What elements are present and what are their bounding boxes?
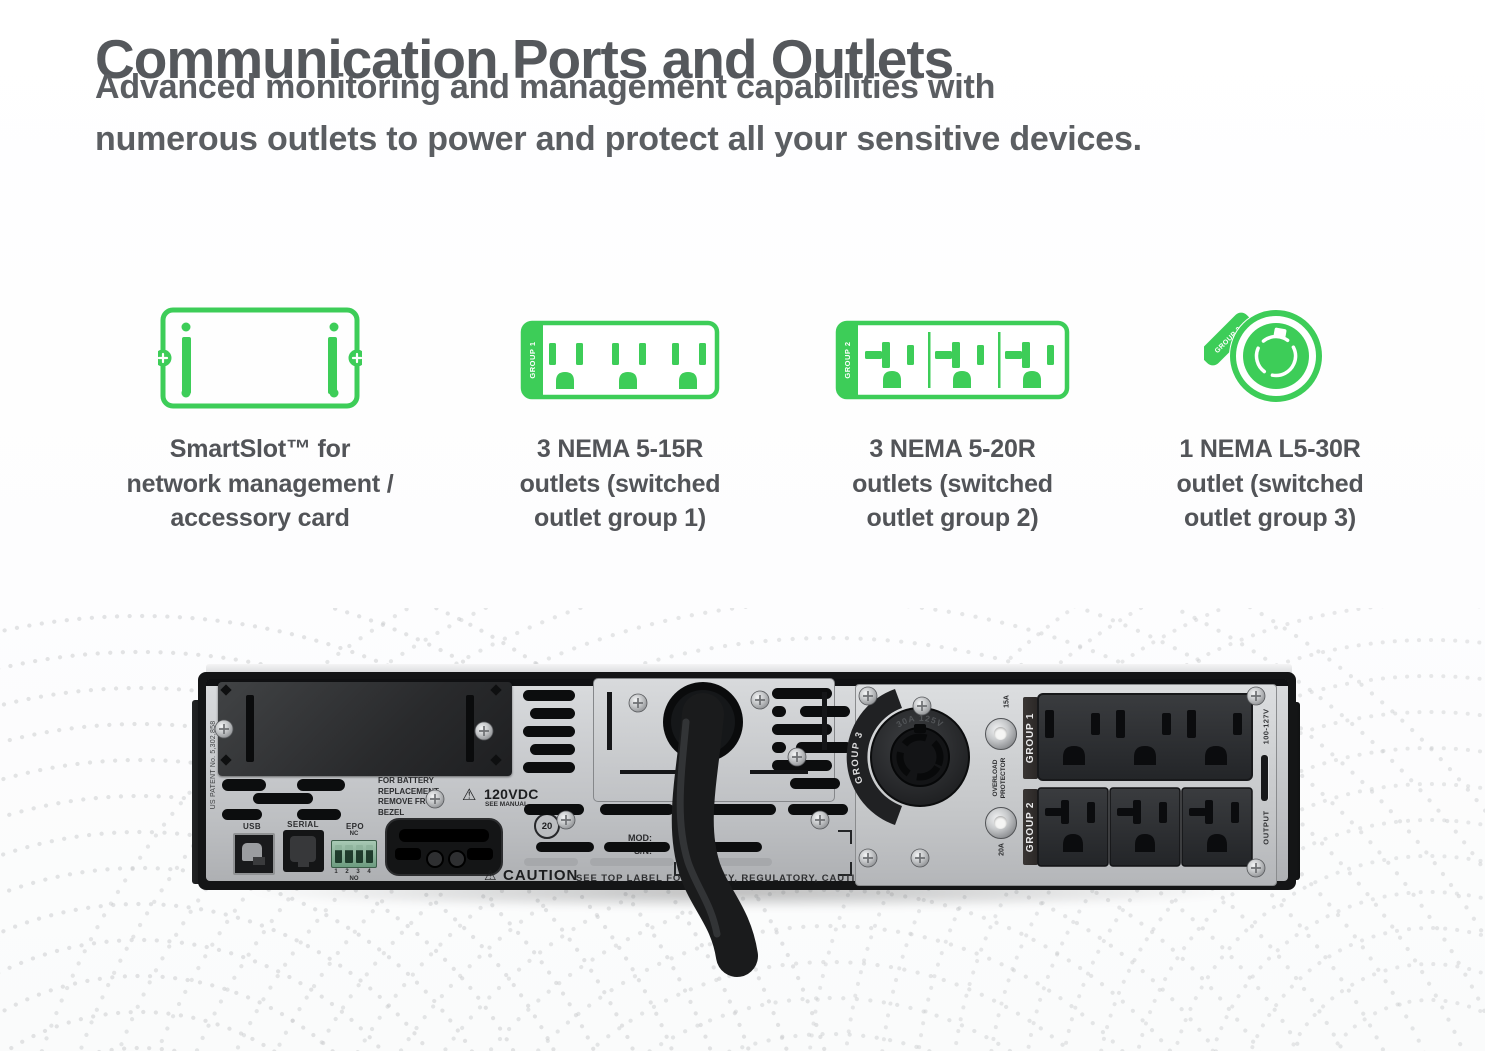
cover-slot-bar — [466, 695, 474, 762]
serial-connector — [290, 836, 316, 862]
group1-label: GROUP 1 — [1024, 712, 1036, 764]
battery-replacement-note: FOR BATTERY REPLACEMENT REMOVE FRONT BEZ… — [378, 776, 443, 817]
usb-connector — [242, 843, 265, 865]
smartslot-icon — [158, 307, 362, 409]
mod-sn-labels: MOD: S/N: — [608, 832, 652, 858]
label-corner-mark — [838, 830, 852, 844]
overload-line1: OVERLOAD — [991, 759, 999, 797]
outlet-plate — [855, 684, 1277, 886]
ups-rear-panel: US PATENT No. 5,302,858 USB SERIAL EPO N… — [190, 664, 1302, 896]
group1-icon-label: GROUP 1 — [528, 341, 537, 378]
dc-voltage-warning: 120VDC — [484, 786, 539, 802]
usb-port — [233, 833, 275, 875]
group2-label: GROUP 2 — [1024, 801, 1036, 853]
group2-icon-label: GROUP 2 — [843, 341, 852, 378]
feature-caption: 3 NEMA 5-15R outlets (switched outlet gr… — [519, 435, 721, 532]
breaker-top-rating: 15A — [1003, 695, 1011, 708]
cord-entry-plate — [593, 678, 835, 802]
nema-5-15r-icon: GROUP 1 — [520, 320, 720, 400]
serial-label: SERIAL — [287, 820, 319, 829]
label-corner-mark — [838, 862, 852, 876]
epo-nc-label: NC — [349, 831, 359, 837]
feature-nema-5-15r: GROUP 1 3 NEMA 5-15R outlets (switched o… — [465, 298, 775, 548]
nema-l5-30r-icon: GROUP 3 — [1204, 309, 1323, 403]
feature-caption: SmartSlot™ for network management / acce… — [126, 435, 394, 532]
overload-line2: PROTECTOR — [1000, 757, 1007, 799]
feature-nema-5-20r: GROUP 2 3 NEMA 5-20R outlets (switched o… — [795, 298, 1110, 548]
nema-5-20r-icon: GROUP 2 — [835, 320, 1070, 400]
patent-text: US PATENT No. 5,302,858 — [209, 720, 217, 810]
overload-protector-label: OVERLOAD PROTECTOR — [992, 746, 1008, 810]
group2-strip — [1023, 789, 1038, 865]
caution-label: CAUTION — [503, 867, 579, 884]
circuit-breaker-20a — [985, 807, 1017, 839]
page-title: Communication Ports and Outlets — [95, 27, 954, 90]
caution-triangle-icon: ⚠ — [484, 867, 497, 883]
battery-connector — [385, 818, 503, 876]
mod-label: MOD: — [628, 833, 652, 843]
circuit-breaker-15a — [985, 718, 1017, 750]
feature-caption: 3 NEMA 5-20R outlets (switched outlet gr… — [852, 435, 1053, 532]
voltage-label: 100-127V — [1261, 708, 1271, 745]
epo-pin-numbers: 1 2 3 4 — [334, 869, 374, 875]
ripple-left — [0, 608, 827, 1051]
right-edge-slot — [1261, 755, 1268, 801]
cover-slot-bar — [246, 695, 254, 762]
epo-terminal-block — [331, 840, 377, 868]
feature-smartslot: SmartSlot™ for network management / acce… — [85, 298, 435, 548]
sn-label: S/N: — [634, 846, 652, 856]
breaker-bottom-rating: 20A — [998, 843, 1006, 856]
warning-triangle-icon: ⚠ — [462, 787, 477, 804]
label-corner-mark — [674, 830, 688, 844]
group1-strip — [1023, 697, 1038, 779]
see-manual-note: SEE MANUAL — [485, 801, 528, 808]
serial-port — [283, 830, 324, 872]
epo-label: EPO — [345, 822, 365, 831]
rohs-efup-icon: 20 — [534, 813, 560, 839]
output-label: OUTPUT — [1261, 810, 1271, 845]
epo-no-label: NO — [349, 876, 359, 882]
ripple-right — [807, 608, 1485, 1051]
caution-text: SEE TOP LABEL FOR SAFETY, REGULATORY, CA… — [576, 873, 1067, 884]
smartslot-cover — [218, 682, 512, 776]
page-subtitle: Advanced monitoring and management capab… — [95, 68, 1142, 158]
feature-caption: 1 NEMA L5-30R outlet (switched outlet gr… — [1176, 435, 1364, 532]
usb-label: USB — [242, 822, 262, 831]
feature-nema-l5-30r: GROUP 3 1 NEMA L5-30R outlet (switched o… — [1105, 298, 1435, 548]
